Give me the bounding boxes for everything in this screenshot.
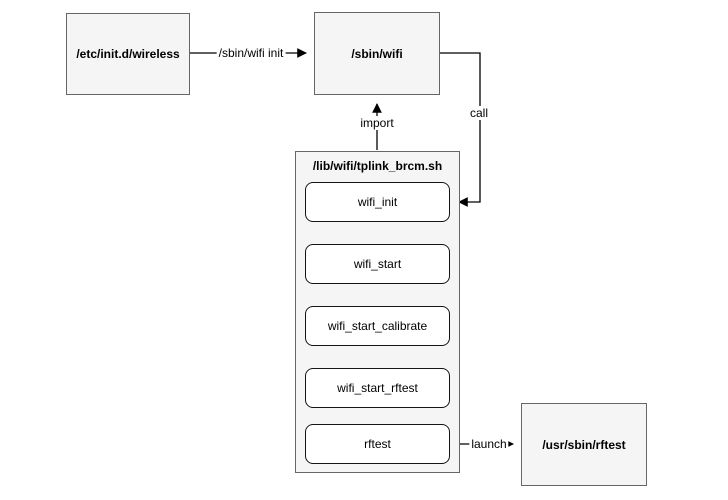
node-etc-init-d-wireless: /etc/init.d/wireless bbox=[66, 13, 190, 95]
edge-label-sbin-wifi-init: /sbin/wifi init bbox=[216, 46, 286, 60]
node-sbin-wifi: /sbin/wifi bbox=[314, 12, 440, 95]
node-label: /usr/sbin/rftest bbox=[542, 437, 626, 452]
node-label: /etc/init.d/wireless bbox=[76, 47, 180, 61]
edge-label-call: call bbox=[467, 106, 491, 120]
step-wifi-start: wifi_start bbox=[305, 244, 450, 284]
step-wifi-start-rftest: wifi_start_rftest bbox=[305, 368, 450, 408]
step-wifi-init: wifi_init bbox=[305, 182, 450, 222]
edge-label-import: import bbox=[358, 116, 396, 130]
step-rftest: rftest bbox=[305, 424, 450, 464]
step-label: wifi_start bbox=[353, 257, 402, 271]
step-wifi-start-calibrate: wifi_start_calibrate bbox=[305, 306, 450, 346]
step-label: rftest bbox=[364, 437, 391, 451]
step-label: wifi_start_calibrate bbox=[327, 319, 428, 333]
step-label: wifi_start_rftest bbox=[337, 381, 418, 395]
edge-call-line bbox=[440, 52, 481, 207]
step-label: wifi_init bbox=[357, 195, 398, 209]
edge-label-launch: launch bbox=[469, 437, 509, 451]
group-title: /lib/wifi/tplink_brcm.sh bbox=[312, 159, 443, 173]
node-usr-sbin-rftest: /usr/sbin/rftest bbox=[521, 403, 647, 486]
node-label: /sbin/wifi bbox=[351, 46, 403, 61]
